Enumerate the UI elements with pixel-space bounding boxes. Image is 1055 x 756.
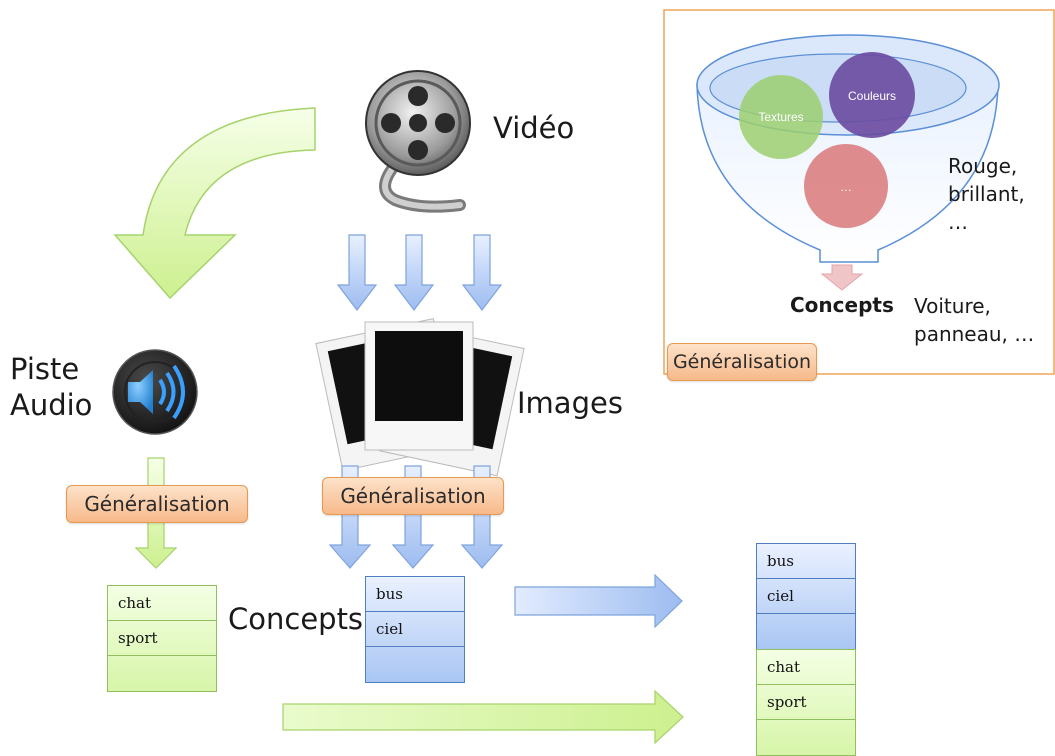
image-concepts-table: bus ciel	[365, 576, 465, 683]
audio-label-line1: Piste	[10, 352, 80, 386]
circle-label-couleurs: Couleurs	[847, 89, 897, 103]
generalisation-badge-images: Généralisation	[322, 477, 504, 515]
table-row: sport	[108, 621, 216, 656]
circle-textures	[739, 75, 823, 159]
arrow-audio-concepts-to-fused	[282, 689, 684, 745]
table-row	[757, 720, 855, 755]
concept-example-line: Voiture,	[914, 294, 991, 318]
table-row	[366, 647, 464, 682]
circle-other	[804, 144, 888, 228]
funnel-concept-examples: Voiture, panneau, …	[914, 292, 1034, 348]
table-row: chat	[757, 650, 855, 685]
arrow-image-concepts-to-fused	[514, 573, 683, 629]
table-row: bus	[366, 577, 464, 612]
speaker-icon	[112, 349, 198, 435]
audio-label-line2: Audio	[10, 388, 93, 423]
video-label: Vidéo	[493, 111, 575, 145]
circle-label-textures: Textures	[758, 110, 804, 124]
generalisation-badge-audio: Généralisation	[66, 485, 248, 523]
fused-concepts-image-part: bus ciel	[756, 543, 856, 650]
table-row: ciel	[757, 579, 855, 614]
film-reel-icon	[365, 70, 471, 213]
circle-label-other: …	[840, 180, 852, 194]
table-row: sport	[757, 685, 855, 720]
concepts-label: Concepts	[228, 602, 364, 636]
photo-stack-icon	[315, 318, 525, 477]
generalisation-badge-panel: Généralisation	[667, 343, 817, 381]
table-row: ciel	[366, 612, 464, 647]
images-label: Images	[517, 386, 623, 420]
attribute-line: …	[948, 210, 968, 234]
funnel-concepts-label: Concepts	[790, 293, 894, 317]
table-row: bus	[757, 544, 855, 579]
curved-arrow-video-to-audio	[113, 107, 316, 300]
attribute-line: brillant,	[948, 182, 1025, 206]
circle-couleurs	[829, 52, 915, 138]
audio-label: Piste Audio	[10, 351, 92, 424]
fused-concepts-audio-part: chat sport	[756, 649, 856, 756]
concept-example-line: panneau, …	[914, 322, 1035, 346]
table-row: chat	[108, 586, 216, 621]
audio-concepts-table: chat sport	[107, 585, 217, 692]
attribute-line: Rouge,	[948, 154, 1018, 178]
funnel-attributes: Rouge, brillant, …	[948, 152, 1025, 236]
table-row	[757, 614, 855, 649]
funnel-icon	[696, 34, 1000, 291]
table-row	[108, 656, 216, 691]
arrows-video-to-images	[336, 234, 503, 311]
